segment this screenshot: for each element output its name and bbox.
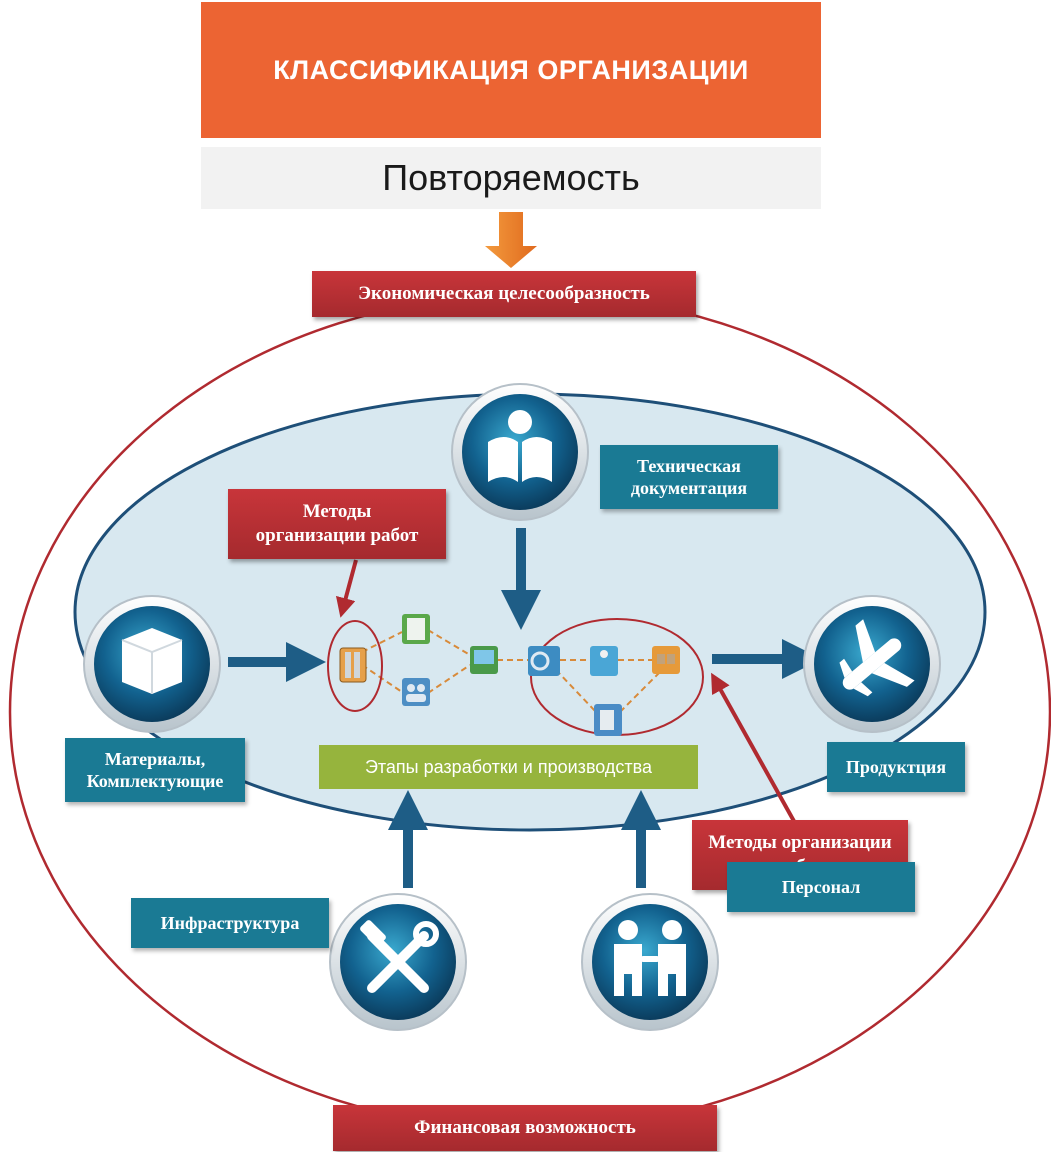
materials-label: Материалы, Комплектующие (65, 738, 245, 802)
boxes-icon (652, 646, 680, 674)
orange-down-arrow (485, 212, 537, 268)
methods-left-text: Методы организации работ (255, 501, 419, 546)
product-text: Продуктция (845, 756, 947, 777)
economic-feasibility-label: Экономическая целесообразность (312, 271, 696, 317)
economic-feasibility-text: Экономическая целесообразность (358, 283, 650, 305)
infrastructure-label: Инфраструктура (131, 898, 329, 948)
worker-icon (590, 646, 618, 676)
financial-possibility-label: Финансовая возможность (333, 1105, 717, 1151)
materials-text: Материалы, Комплектующие (86, 748, 224, 792)
hammer-wrench-icon (360, 920, 439, 993)
materials-node (83, 595, 221, 733)
methods-label-left: Методы организации работ (228, 489, 446, 559)
method-pointers (335, 559, 797, 824)
header-banner: КЛАССИФИКАЦИЯ ОРГАНИЗАЦИИ (201, 2, 821, 138)
red-arrow-right (711, 672, 797, 824)
tech-docs-node (451, 383, 589, 521)
red-arrow-left (335, 559, 358, 618)
tech-docs-label: Техническая документация (600, 445, 778, 509)
subtitle: Повторяемость (382, 157, 640, 198)
stages-label: Этапы разработки и производства (319, 745, 698, 789)
stages-text: Этапы разработки и производства (364, 756, 653, 777)
handshake-icon (614, 920, 686, 996)
product-label: Продуктция (827, 742, 965, 792)
reading-person-icon (508, 410, 532, 434)
page-title: КЛАССИФИКАЦИЯ ОРГАНИЗАЦИИ (273, 54, 749, 85)
methods-outline-left (327, 620, 383, 712)
tech-docs-text: Техническая документация (630, 455, 748, 499)
personnel-text: Персонал (781, 876, 861, 897)
flow-arrows (228, 528, 822, 888)
product-node (803, 595, 941, 733)
financial-possibility-text: Финансовая возможность (414, 1117, 636, 1139)
personnel-label: Персонал (727, 862, 915, 912)
personnel-node (581, 893, 719, 1031)
infrastructure-node (329, 893, 467, 1031)
airplane-icon (839, 619, 915, 697)
infrastructure-text: Инфраструктура (160, 912, 300, 933)
cabinet-icon (339, 647, 367, 683)
subtitle-banner: Повторяемость (201, 147, 821, 209)
process-icons (339, 614, 680, 736)
